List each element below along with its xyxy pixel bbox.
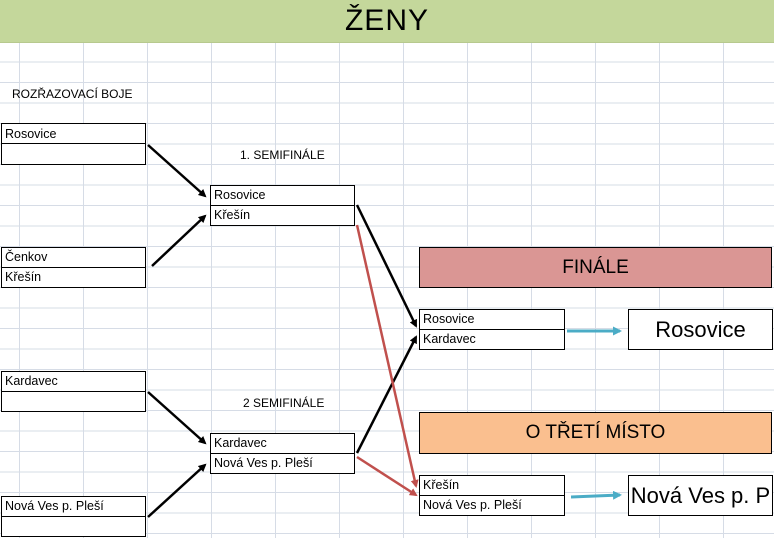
- qualification-label: ROZŘAZOVACÍ BOJE: [12, 87, 133, 101]
- team-slot[interactable]: Nová Ves p. Pleší: [423, 498, 522, 513]
- bracket-arrow: [147, 144, 207, 198]
- semifinal-match-1[interactable]: Rosovice Křešín: [210, 185, 355, 226]
- bracket-arrow: [147, 463, 207, 518]
- bracket-arrow: [355, 335, 418, 454]
- qualifier-match-1[interactable]: Rosovice: [1, 123, 146, 165]
- team-slot[interactable]: Kardavec: [211, 434, 354, 454]
- loser-arrow: [355, 224, 419, 488]
- third-place-header: O TŘETÍ MÍSTO: [419, 412, 772, 454]
- final-header-label: FINÁLE: [562, 256, 629, 278]
- bracket-arrow: [151, 214, 207, 267]
- winner-result[interactable]: Rosovice: [628, 309, 773, 350]
- team-slot[interactable]: Rosovice: [211, 186, 354, 206]
- team-slot[interactable]: Křešín: [214, 208, 251, 223]
- semifinal-2-label: 2 SEMIFINÁLE: [243, 396, 325, 410]
- third-place-label: Nová Ves p. P: [630, 482, 771, 508]
- team-slot[interactable]: Čenkov: [2, 248, 145, 268]
- bracket-arrow: [147, 391, 207, 445]
- final-header: FINÁLE: [419, 247, 772, 288]
- page-title: ŽENY: [344, 4, 429, 37]
- qualifier-match-4[interactable]: Nová Ves p. Pleší: [1, 496, 146, 537]
- team-slot[interactable]: Křešín: [5, 270, 42, 285]
- third-place-result[interactable]: Nová Ves p. P: [628, 475, 773, 516]
- team-slot[interactable]: Nová Ves p. Pleší: [2, 497, 145, 517]
- third-place-match[interactable]: Křešín Nová Ves p. Pleší: [419, 475, 565, 516]
- team-slot[interactable]: Rosovice: [420, 310, 564, 330]
- team-slot[interactable]: Nová Ves p. Pleší: [214, 456, 313, 471]
- final-match[interactable]: Rosovice Kardavec: [419, 309, 565, 350]
- team-slot[interactable]: Křešín: [420, 476, 564, 496]
- qualifier-match-3[interactable]: Kardavec: [1, 371, 146, 412]
- team-slot[interactable]: Rosovice: [2, 124, 145, 144]
- team-slot[interactable]: Kardavec: [2, 372, 145, 392]
- loser-arrow: [356, 455, 418, 497]
- title-banner: ŽENY: [0, 0, 774, 43]
- team-slot[interactable]: Kardavec: [423, 332, 476, 347]
- qualifier-match-2[interactable]: Čenkov Křešín: [1, 247, 146, 288]
- semifinal-1-label: 1. SEMIFINÁLE: [240, 148, 325, 162]
- winner-label: Rosovice: [655, 316, 746, 342]
- semifinal-match-2[interactable]: Kardavec Nová Ves p. Pleší: [210, 433, 355, 474]
- third-place-header-label: O TŘETÍ MÍSTO: [525, 422, 666, 443]
- result-arrow: [570, 490, 622, 500]
- bracket-arrow: [355, 204, 418, 328]
